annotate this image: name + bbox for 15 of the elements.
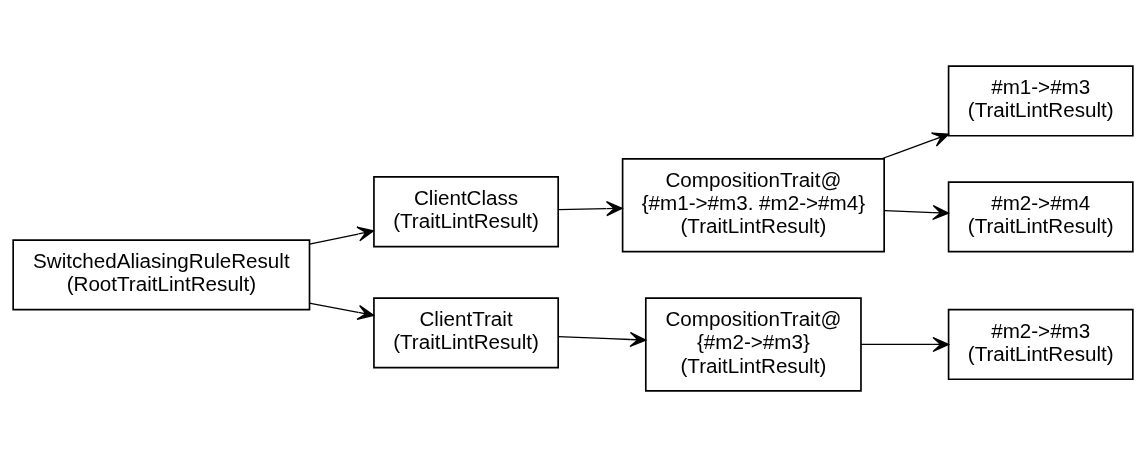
arrow	[309, 302, 375, 320]
node-box: #m2->#m3 (TraitLintResult)	[947, 308, 1134, 381]
arrow	[883, 204, 950, 221]
node-box: CompositionTrait@ {#m2->#m3} (TraitLintResult)	[644, 297, 862, 392]
arrow	[860, 336, 950, 353]
node-box: #m1->#m3 (TraitLintResult)	[947, 65, 1134, 137]
node-box: CompositionTrait@ {#m1->#m3. #m2->#m4} (TraitLintResult)	[621, 158, 885, 253]
node-box: ClientClass (TraitLintResult)	[373, 176, 559, 248]
arrow	[557, 331, 647, 348]
node-box: SwitchedAliasingRuleResult (RootTraitLintResult)	[12, 239, 311, 311]
arrow	[309, 226, 375, 245]
node-box: ClientTrait (TraitLintResult)	[373, 297, 559, 369]
arrow	[557, 201, 623, 217]
arrow	[881, 132, 950, 160]
node-box: #m2->#m4 (TraitLintResult)	[947, 181, 1134, 253]
